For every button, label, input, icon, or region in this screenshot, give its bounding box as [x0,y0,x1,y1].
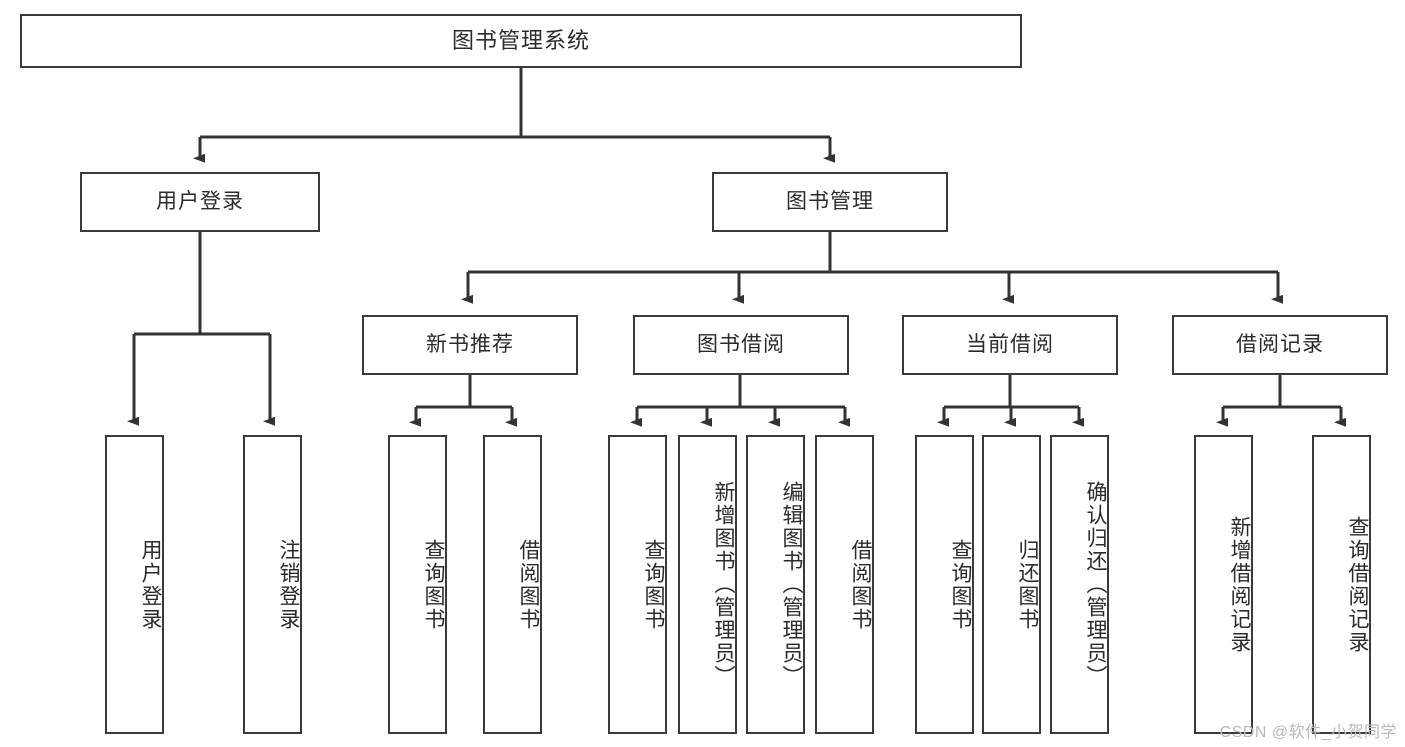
node-label: 查询图书 [642,538,665,631]
node-label: 图书借阅 [697,333,785,357]
node-label: 借阅图书 [517,538,540,631]
node-label: 借阅图书 [849,538,872,631]
node-label: 用户登录 [156,190,244,214]
node-root-system[interactable]: 图书管理系统 [20,14,1022,68]
node-label: 借阅记录 [1236,333,1324,357]
node-label: 图书管理 [786,190,874,214]
node-label: 确认归还（管理员） [1084,481,1107,688]
node-borrow-record[interactable]: 借阅记录 [1172,315,1388,375]
leaf-borrow-record-query[interactable]: 查询借阅记录 [1312,435,1371,734]
leaf-book-borrow-borrow[interactable]: 借阅图书 [815,435,874,734]
node-new-book-recommend[interactable]: 新书推荐 [362,315,578,375]
node-label: 用户登录 [139,538,162,631]
watermark: CSDN @软件_小贺同学 [1219,724,1397,741]
leaf-user-login-login[interactable]: 用户登录 [105,435,164,734]
node-user-login[interactable]: 用户登录 [80,172,320,232]
node-label: 当前借阅 [966,333,1054,357]
node-label: 新增图书（管理员） [712,481,735,688]
leaf-book-borrow-add[interactable]: 新增图书（管理员） [678,435,737,734]
leaf-current-borrow-return[interactable]: 归还图书 [982,435,1041,734]
leaf-user-login-logout[interactable]: 注销登录 [243,435,302,734]
leaf-borrow-record-add[interactable]: 新增借阅记录 [1194,435,1253,734]
node-label: 查询借阅记录 [1346,515,1369,654]
node-label: 查询图书 [949,538,972,631]
node-label: 新增借阅记录 [1228,515,1251,654]
node-current-borrow[interactable]: 当前借阅 [902,315,1118,375]
node-label: 归还图书 [1016,538,1039,631]
node-label: 注销登录 [277,538,300,631]
node-label: 图书管理系统 [451,27,590,53]
node-label: 新书推荐 [426,333,514,357]
node-label: 编辑图书（管理员） [780,481,803,688]
node-book-management[interactable]: 图书管理 [712,172,948,232]
node-label: 查询图书 [422,538,445,631]
node-book-borrow[interactable]: 图书借阅 [633,315,849,375]
leaf-new-book-borrow[interactable]: 借阅图书 [483,435,542,734]
leaf-book-borrow-edit[interactable]: 编辑图书（管理员） [746,435,805,734]
leaf-current-borrow-confirm-return[interactable]: 确认归还（管理员） [1050,435,1109,734]
leaf-book-borrow-query[interactable]: 查询图书 [608,435,667,734]
leaf-current-borrow-query[interactable]: 查询图书 [915,435,974,734]
leaf-new-book-query[interactable]: 查询图书 [388,435,447,734]
